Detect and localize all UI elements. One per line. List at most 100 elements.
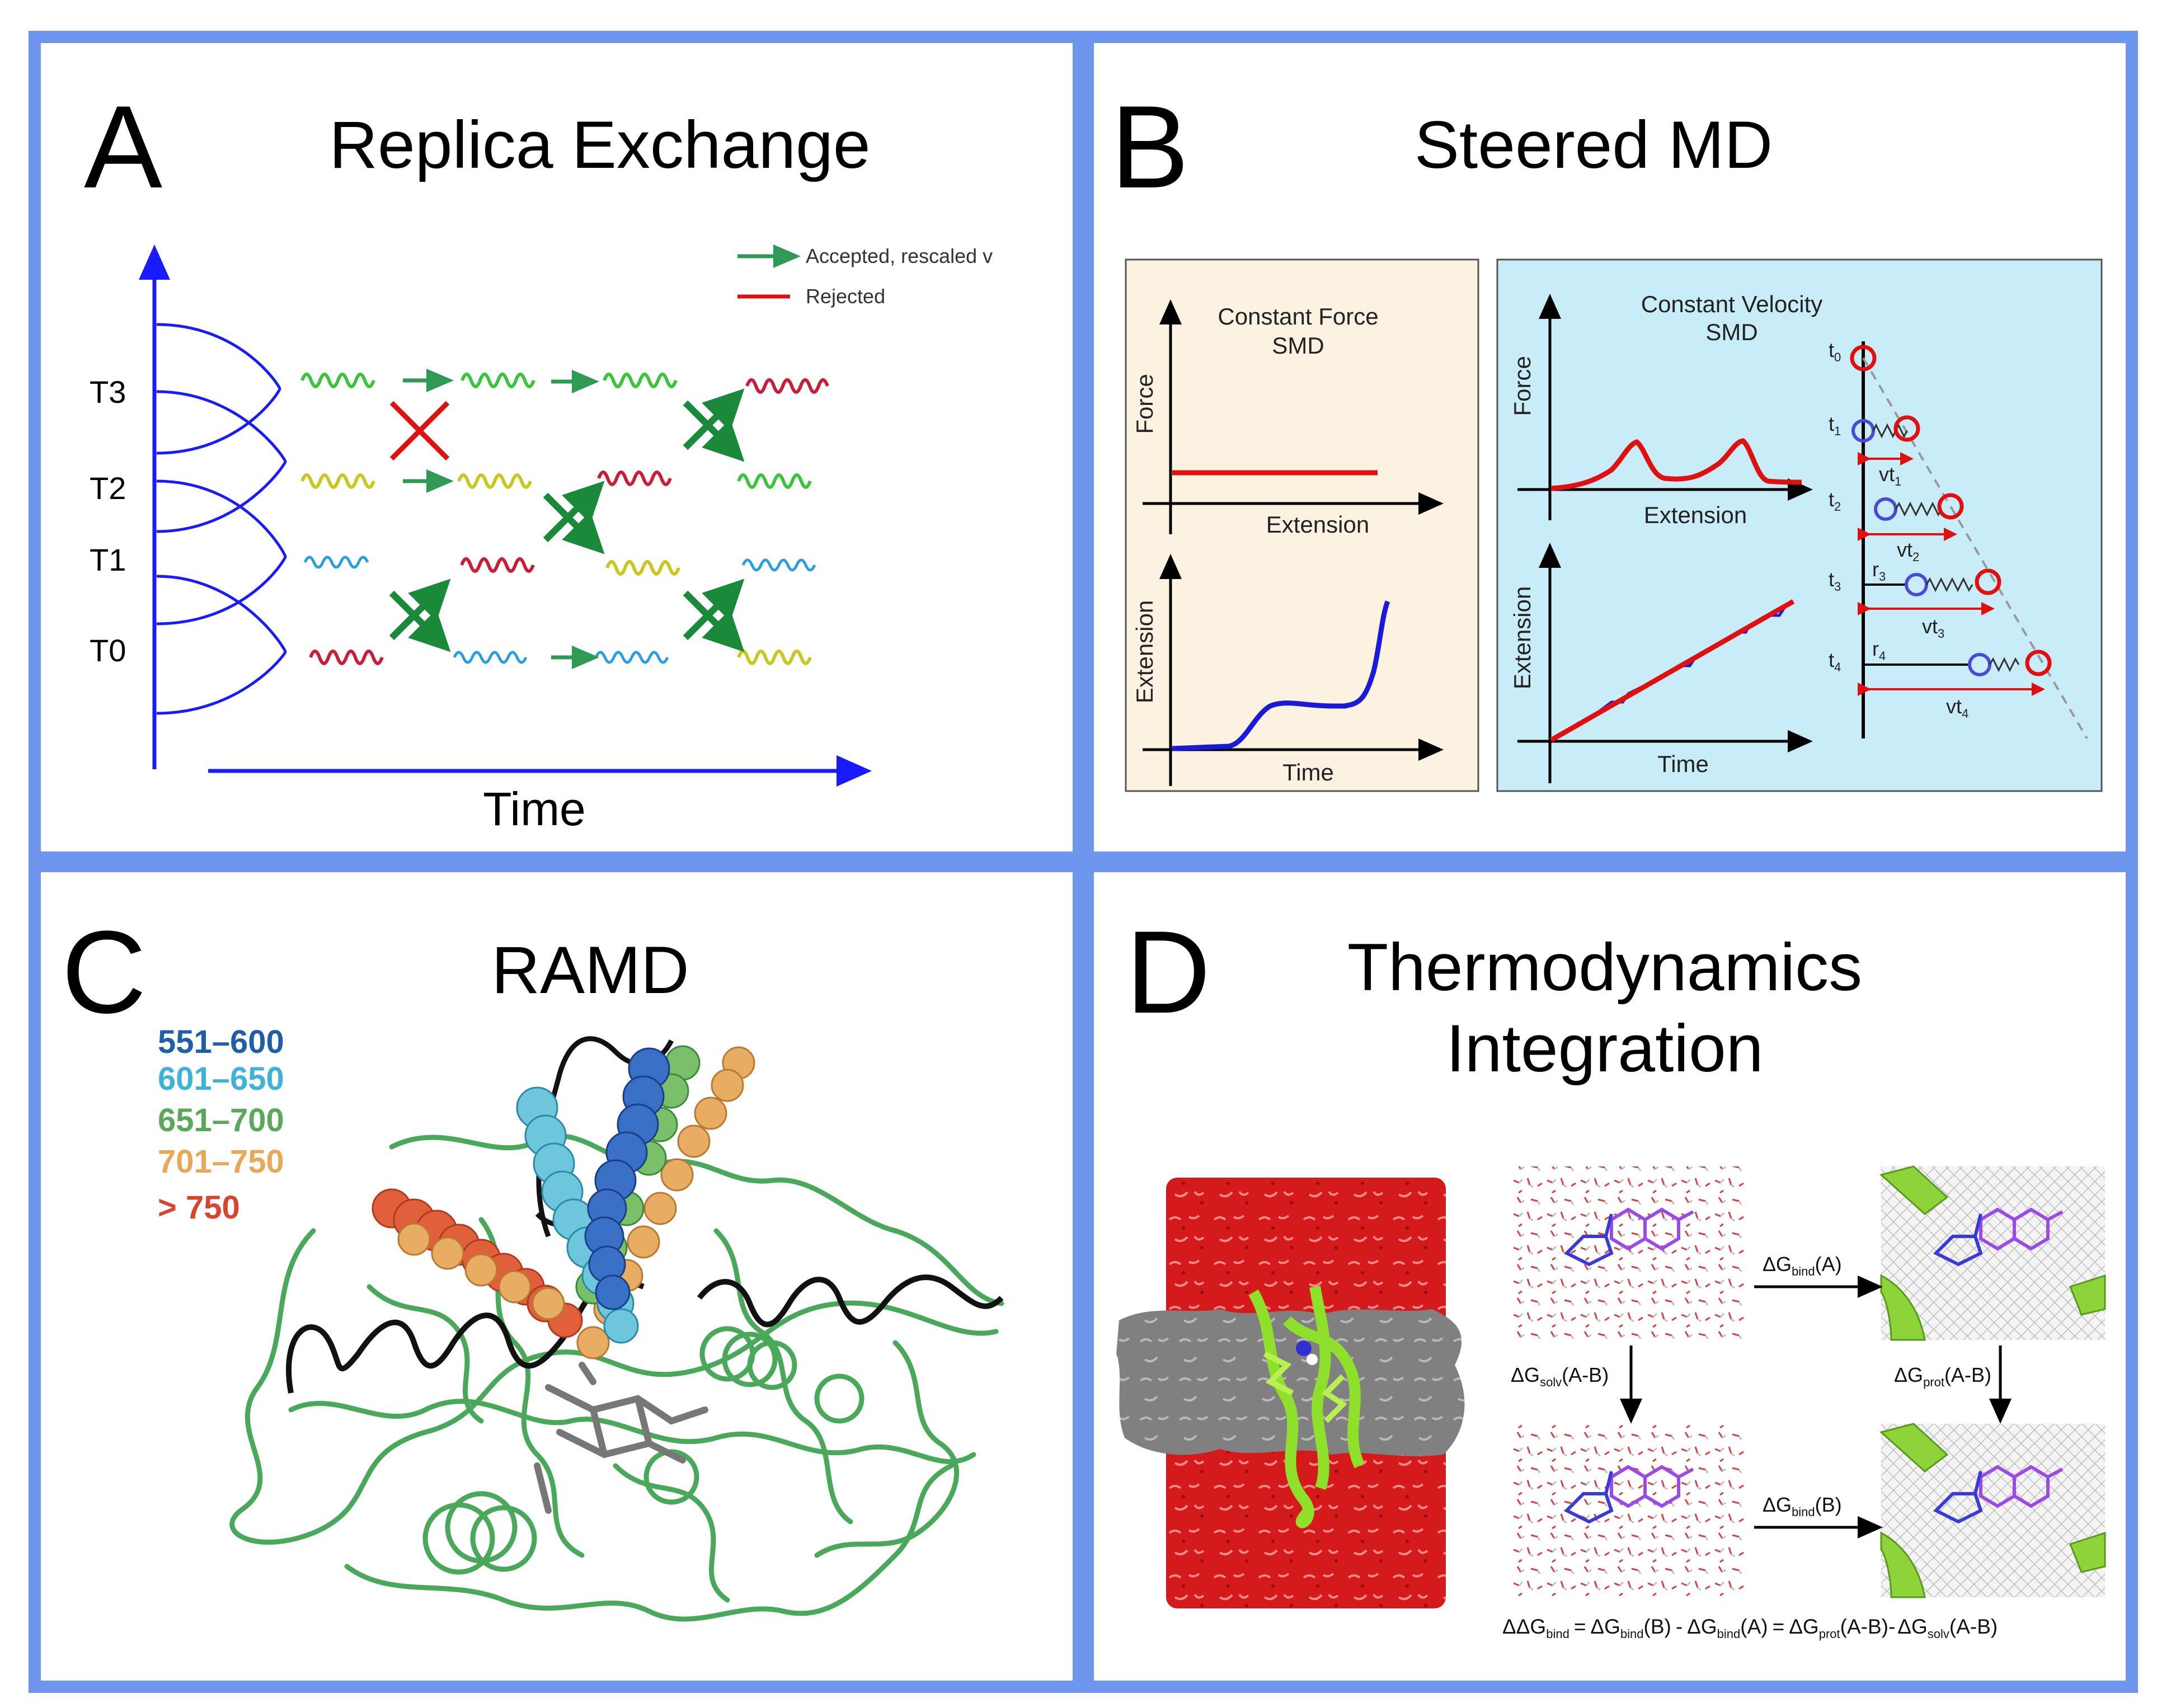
panel-c-title: RAMD — [491, 933, 689, 1008]
cf-extension-curve — [1172, 600, 1390, 751]
cv-force-xlabel: Extension — [1644, 502, 1747, 528]
cf-ext-ylabel: Extension — [1131, 600, 1158, 703]
label-vt1: vt1 — [1879, 463, 1901, 488]
label-r3: r3 — [1872, 558, 1886, 584]
helix — [300, 373, 375, 388]
replica-helices — [300, 373, 829, 665]
legend-over-750: > 750 — [158, 1189, 240, 1226]
label-t3: t3 — [1829, 568, 1841, 594]
label-dg-solv: ΔGsolv(A-B) — [1511, 1363, 1609, 1389]
panel-b-title: Steered MD — [1414, 107, 1773, 182]
panel-a: A Replica Exchange Accepted, rescaled v … — [84, 81, 993, 835]
accepted-cross — [389, 388, 745, 652]
label-dg-bind-a: ΔGbind(A) — [1763, 1253, 1842, 1278]
ligand-paths — [372, 1045, 755, 1359]
legend-651-700: 651–700 — [158, 1102, 284, 1138]
panel-c-letter: C — [62, 906, 147, 1038]
spring-t4 — [1989, 657, 2020, 672]
ramd-legend: 551–600 601–650 651–700 701–750 > 750 — [158, 1024, 284, 1226]
ligand-molecules — [1563, 1207, 2064, 1524]
helix — [594, 651, 669, 664]
constant-velocity-line — [1862, 357, 2088, 740]
legend-rejected-label: Rejected — [806, 285, 885, 308]
label-t2: t2 — [1829, 488, 1841, 514]
spring-diagram: t0 t1 t2 t3 t4 vt1 vt2 vt3 vt4 r3 r4 — [1829, 338, 2088, 740]
temp-label-t1: T1 — [90, 542, 126, 577]
constant-velocity-box — [1496, 258, 2103, 792]
path-over-750 — [372, 1188, 583, 1338]
label-vt3: vt3 — [1922, 615, 1944, 641]
cv-title-line1: Constant Velocity — [1641, 291, 1823, 317]
legend-551-600: 551–600 — [158, 1024, 284, 1060]
spring-t2 — [1895, 501, 1943, 517]
helix — [300, 473, 375, 489]
cv-force-curve — [1550, 438, 1802, 491]
helix — [745, 378, 829, 394]
cf-ext-xlabel: Time — [1282, 759, 1334, 785]
helix — [605, 560, 680, 576]
helix — [603, 373, 678, 388]
label-t0: t0 — [1829, 338, 1841, 364]
cf-title-line2: SMD — [1272, 332, 1324, 359]
temp-label-t2: T2 — [90, 470, 126, 506]
cv-ext-xlabel: Time — [1657, 751, 1709, 777]
helix — [309, 650, 384, 665]
panel-d-letter: D — [1126, 906, 1211, 1038]
helix — [741, 558, 816, 572]
helix — [737, 650, 812, 665]
cf-title-line1: Constant Force — [1218, 303, 1378, 330]
panel-frames — [29, 31, 2138, 1693]
protein-membrane-system — [1116, 1178, 1465, 1608]
temp-label-t3: T3 — [90, 374, 126, 410]
label-vt2: vt2 — [1897, 538, 1919, 564]
pull-point-t2 — [1937, 493, 1964, 520]
pull-point-t0 — [1850, 345, 1877, 371]
cv-force-ylabel: Force — [1509, 356, 1535, 416]
panel-a-letter: A — [84, 81, 162, 213]
panel-d-title-line1: Thermodynamics — [1347, 930, 1862, 1005]
legend-701-750: 701–750 — [158, 1144, 284, 1180]
cf-force-xlabel: Extension — [1266, 511, 1369, 538]
label-t4: t4 — [1829, 648, 1841, 674]
ddg-equation: ΔΔGbind=ΔGbind(B)-ΔGbind(A)=ΔGprot(A-B)-… — [1502, 1615, 1998, 1641]
solvent-state-b — [1511, 1424, 1745, 1597]
pull-point-t3 — [1975, 568, 2001, 595]
legend-accepted-label: Accepted, rescaled v — [806, 244, 993, 267]
panel-a-title: Replica Exchange — [329, 107, 870, 182]
exchange-arrows — [389, 369, 745, 669]
spring-t1 — [1872, 423, 1908, 439]
pull-point-t1 — [1893, 415, 1920, 442]
label-r4: r4 — [1872, 637, 1886, 663]
label-dg-bind-b: ΔGbind(B) — [1763, 1493, 1842, 1519]
panel-c: C RAMD 551–600 601–650 651–700 701–750 >… — [62, 906, 1004, 1622]
panel-b-letter: B — [1111, 81, 1189, 213]
helix — [460, 557, 535, 573]
label-t1: t1 — [1829, 412, 1841, 438]
label-vt4: vt4 — [1946, 695, 1968, 721]
helix — [453, 651, 528, 664]
cv-extension-red — [1549, 599, 1795, 742]
helix — [737, 473, 812, 489]
heme-cofactor — [534, 1362, 708, 1514]
spring-t3 — [1925, 577, 1973, 592]
label-dg-prot: ΔGprot(A-B) — [1894, 1363, 1991, 1389]
helix — [597, 470, 672, 486]
temperature-distributions — [156, 323, 287, 715]
path-551-600 — [584, 1047, 670, 1310]
cv-ext-ylabel: Extension — [1509, 586, 1535, 689]
panel-b: B Steered MD Constant Force SMD Force Ex… — [1111, 81, 2103, 792]
legend-601-650: 601–650 — [158, 1061, 284, 1097]
panel-d: D Thermodynamics Integration — [1116, 906, 2106, 1641]
solvent-state-a — [1511, 1166, 1745, 1340]
helix — [303, 556, 369, 569]
x-axis-label: Time — [483, 783, 586, 835]
helix — [457, 473, 532, 489]
helix — [460, 373, 535, 388]
temp-label-t0: T0 — [90, 633, 126, 668]
pull-point-t4 — [2025, 650, 2052, 676]
black-helix — [286, 1272, 1004, 1394]
cv-title-line2: SMD — [1705, 319, 1757, 345]
cf-force-ylabel: Force — [1131, 374, 1158, 434]
panel-d-title-line2: Integration — [1446, 1011, 1763, 1086]
